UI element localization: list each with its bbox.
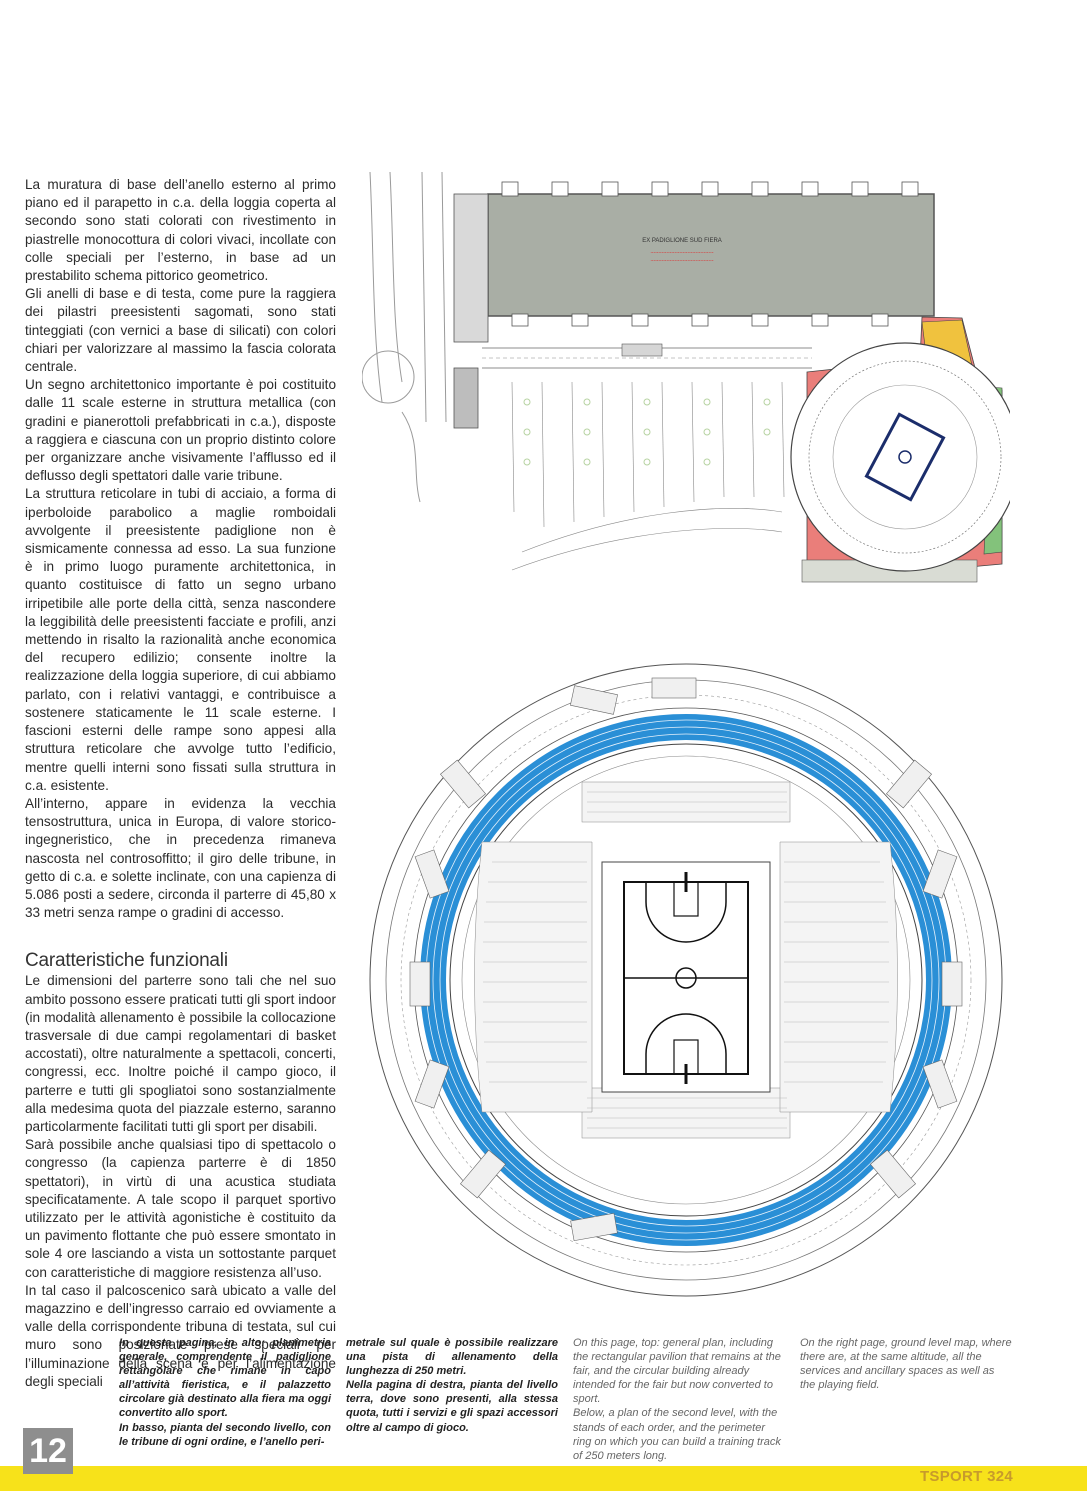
svg-text:~~~~~~~~~~~~~~~~~~~~~~~~: ~~~~~~~~~~~~~~~~~~~~~~~~ bbox=[650, 250, 713, 255]
paragraph: Gli anelli di base e di testa, come pure… bbox=[25, 286, 336, 375]
footer-bar bbox=[0, 1466, 1087, 1491]
page-number: 12 bbox=[23, 1428, 73, 1474]
section-heading: Caratteristiche funzionali bbox=[25, 950, 228, 972]
paragraph: All’interno, appare in evidenza la vecch… bbox=[25, 795, 336, 921]
paragraph: Sarà possibile anche qualsiasi tipo di s… bbox=[25, 1137, 336, 1280]
paragraph: Le dimensioni del parterre sono tali che… bbox=[25, 973, 336, 1134]
caption-italian-2: metrale sul quale è possibile realizzare… bbox=[346, 1337, 558, 1434]
caption-english-2: On the right page, ground level map, whe… bbox=[800, 1337, 1012, 1392]
paragraph: La struttura reticolare in tubi di accia… bbox=[25, 486, 336, 793]
svg-text:~~~~~~~~~~~~~~~~~~~~~~~~: ~~~~~~~~~~~~~~~~~~~~~~~~ bbox=[650, 258, 713, 263]
article-text: La muratura di base dell’anello esterno … bbox=[25, 176, 336, 1391]
paragraph: In tal caso il palcoscenico sarà ubicato… bbox=[25, 1282, 336, 1389]
paragraph: La muratura di base dell’anello esterno … bbox=[25, 177, 336, 284]
pavilion-label: EX PADIGLIONE SUD FIERA bbox=[642, 238, 722, 244]
caption-english-1: On this page, top: general plan, includi… bbox=[573, 1337, 781, 1462]
paragraph: Un segno architettonico importante è poi… bbox=[25, 377, 336, 484]
caption-italian-1: In questa pagina, in alto: planimetria g… bbox=[119, 1337, 331, 1448]
magazine-name: TSPORT 324 bbox=[919, 1468, 1013, 1485]
site-plan-drawing: EX PADIGLIONE SUD FIERA ~~~~~~~~~~~~~~~~… bbox=[362, 172, 1010, 583]
second-level-plan-drawing bbox=[369, 663, 1003, 1297]
